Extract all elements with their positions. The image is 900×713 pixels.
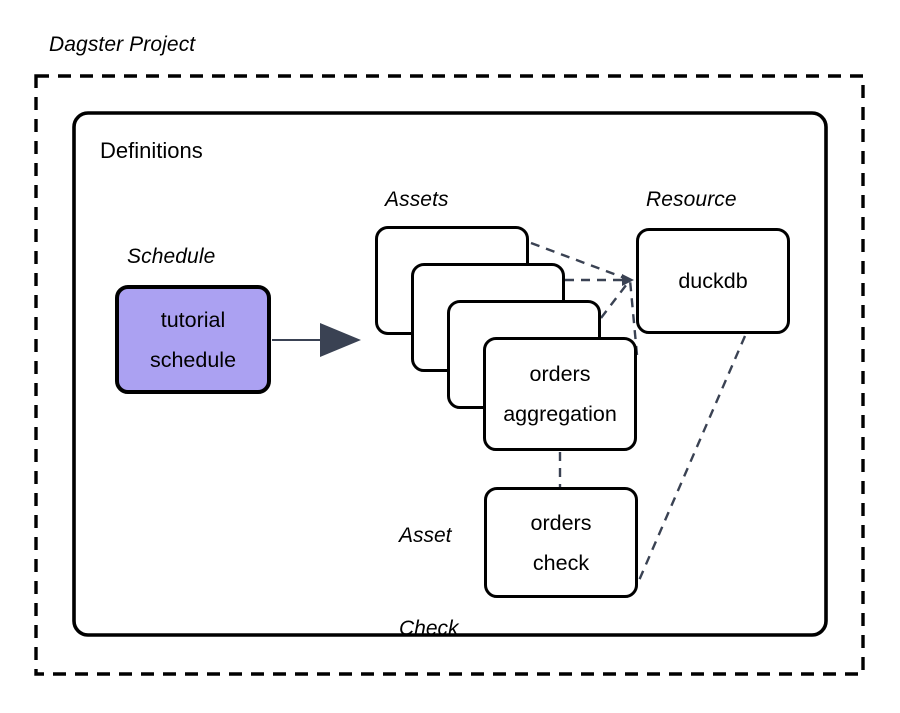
node-orders-aggregation-line1: orders (529, 362, 591, 386)
node-orders-check-line1: orders (530, 510, 592, 535)
group-label-asset-check-line2: Check (399, 617, 459, 640)
connector-schedule-to-assets (272, 323, 361, 357)
group-label-asset-check-line1: Asset (399, 524, 452, 547)
group-label-assets: Assets (385, 188, 449, 211)
project-boundary (34, 74, 865, 676)
node-duckdb[interactable]: duckdb (636, 228, 790, 334)
node-orders-check-label: orders check (531, 503, 592, 583)
node-tutorial-schedule[interactable]: tutorial schedule (115, 285, 271, 394)
group-label-resource: Resource (646, 188, 737, 211)
node-orders-aggregation-line2: aggregation (503, 402, 617, 426)
node-duckdb-line1: duckdb (678, 269, 748, 293)
node-duckdb-label: duckdb (678, 261, 747, 301)
connector-resource-arrowhead (622, 274, 634, 286)
node-orders-check[interactable]: orders check (484, 487, 638, 598)
node-orders-aggregation-label: orders aggregation (503, 354, 617, 434)
group-label-asset-check: Asset Check (399, 458, 459, 706)
connector-resource-to-check (632, 335, 747, 593)
connector-assets-to-resource (530, 241, 639, 356)
node-tutorial-schedule-line2: schedule (149, 347, 237, 372)
project-title: Dagster Project (49, 33, 196, 56)
group-label-schedule: Schedule (127, 245, 216, 268)
definitions-label: Definitions (100, 138, 203, 163)
node-tutorial-schedule-line1: tutorial (160, 307, 226, 332)
node-orders-aggregation[interactable]: orders aggregation (483, 337, 637, 451)
node-tutorial-schedule-label: tutorial schedule (150, 300, 236, 380)
node-orders-check-line2: check (532, 550, 590, 575)
